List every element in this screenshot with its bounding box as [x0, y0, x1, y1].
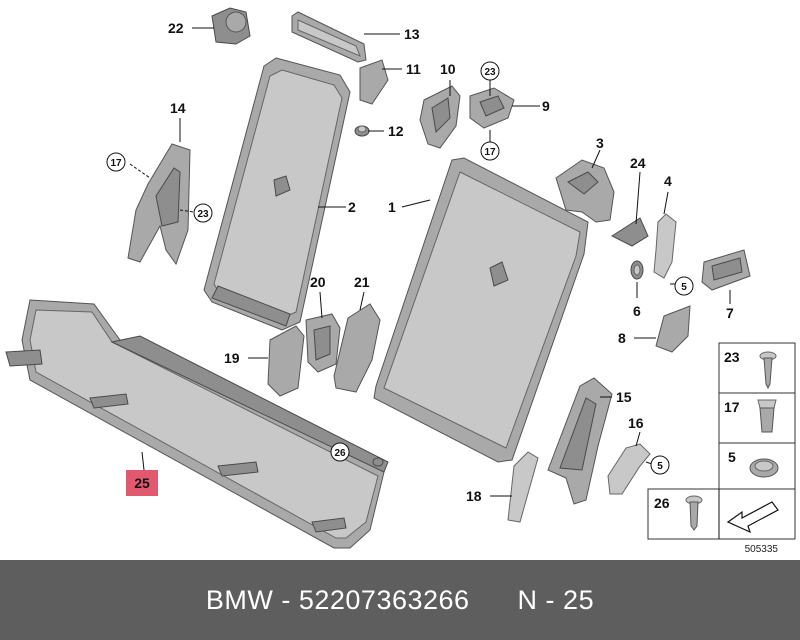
legend-label-17: 17: [724, 399, 740, 415]
circled-callouts: 23 17 17 23 5 5 26: [106, 61, 694, 475]
label-16: 16: [628, 415, 644, 431]
label-18: 18: [466, 488, 482, 504]
label-2: 2: [348, 199, 356, 215]
label-13: 13: [404, 26, 420, 42]
leader-lines: [129, 27, 731, 497]
label-25: 25: [134, 475, 150, 491]
label-14: 14: [170, 100, 186, 116]
label-12: 12: [388, 123, 404, 139]
plate-8-part: [655, 305, 691, 353]
callout-17-left: 17: [110, 158, 122, 169]
parts-diagram: 22 13 11 10 12 9 14 2 1 3 24 4 6 7 8 20 …: [5, 7, 796, 555]
part-labels: 22 13 11 10 12 9 14 2 1 3 24 4 6 7 8 20 …: [168, 20, 734, 504]
latch-cover-part: [211, 7, 251, 45]
legend-label-26: 26: [654, 495, 670, 511]
backrest-left-part: [203, 57, 351, 331]
footer-bar: BMW - 52207363266 N - 25: [0, 560, 800, 640]
label-20: 20: [310, 274, 326, 290]
trim-strip-part: [291, 11, 367, 63]
diagram-id: 505335: [745, 544, 779, 555]
label-9: 9: [542, 98, 550, 114]
screw-23-icon: [759, 351, 777, 390]
legend-label-5: 5: [728, 449, 736, 465]
label-21: 21: [354, 274, 370, 290]
callout-26: 26: [334, 448, 346, 459]
grommet-6-part: [630, 260, 644, 280]
backrest-right-part: [373, 157, 589, 463]
label-6: 6: [633, 303, 641, 319]
callout-23-top: 23: [484, 67, 496, 78]
buckle-7-part: [701, 249, 751, 291]
label-24: 24: [630, 155, 646, 171]
direction-arrow-icon: [726, 501, 779, 534]
cover-9-part: [469, 87, 515, 129]
cap-24-part: [610, 217, 649, 247]
callout-23-left: 23: [197, 209, 209, 220]
label-3: 3: [596, 135, 604, 151]
label-11: 11: [406, 61, 421, 77]
legend-label-23: 23: [724, 349, 740, 365]
callout-17-right: 17: [484, 147, 496, 158]
label-1: 1: [388, 199, 396, 215]
screw-26-icon: [685, 495, 703, 531]
label-4: 4: [664, 173, 672, 189]
grommet-5-icon: [749, 458, 779, 478]
label-7: 7: [726, 305, 734, 321]
label-10: 10: [440, 61, 456, 77]
screw-26-part: [372, 457, 384, 467]
callout-5-upper: 5: [681, 282, 687, 293]
label-8: 8: [618, 330, 626, 346]
part-number-caption: BMW - 52207363266 N - 25: [205, 585, 595, 615]
grommet-12-part: [354, 125, 370, 137]
lever-16-part: [607, 443, 651, 495]
clip-17-icon: [757, 399, 777, 433]
fastener-legend: 23 17 5 26: [647, 342, 796, 540]
label-19: 19: [224, 350, 240, 366]
bracket-11-part: [359, 59, 389, 105]
callout-5-lower: 5: [657, 461, 663, 472]
frame-25-part: [5, 299, 389, 549]
strip-18-part: [507, 451, 539, 523]
side-bracket-14-part: [127, 143, 191, 266]
highlighted-part-label: 25: [126, 470, 158, 496]
bracket-21-part: [333, 303, 381, 393]
latch-housing-3-part: [555, 159, 615, 223]
cover-19-part: [267, 325, 305, 397]
label-15: 15: [616, 389, 632, 405]
handle-10-part: [419, 85, 461, 149]
trim-15-part: [547, 377, 613, 505]
bracket-20-part: [305, 313, 341, 373]
lever-4-part: [653, 213, 677, 279]
label-22: 22: [168, 20, 184, 36]
